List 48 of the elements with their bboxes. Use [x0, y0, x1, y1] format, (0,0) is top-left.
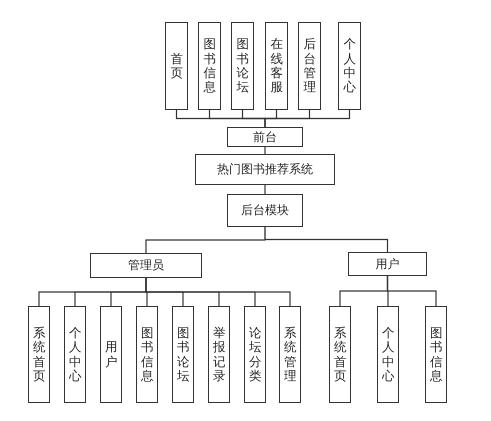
module-label: 图书论坛 [176, 326, 190, 384]
module-label: 后台模块 [241, 202, 289, 219]
module-label: 个人中心 [343, 37, 356, 95]
connector-line [264, 227, 388, 252]
module-box [244, 306, 266, 403]
module-box [279, 306, 301, 403]
module-label: 系统首页 [32, 326, 46, 384]
connector-line [145, 278, 291, 306]
module-label: 个人中心 [68, 326, 82, 384]
module-box [298, 22, 321, 110]
module-box [227, 127, 303, 147]
module-box [231, 22, 254, 110]
module-box [136, 306, 158, 403]
module-box [265, 22, 288, 110]
module-box [348, 252, 427, 276]
module-label: 图书论坛 [236, 37, 249, 95]
module-box [28, 306, 50, 403]
module-label: 图书信息 [203, 37, 216, 95]
module-box [425, 306, 447, 403]
module-label: 在线客服 [270, 37, 283, 95]
module-label: 举报记录 [212, 326, 226, 384]
module-label: 首页 [170, 52, 183, 80]
module-label: 论坛分类 [248, 326, 262, 384]
module-label: 系统管理 [284, 326, 296, 384]
module-box [338, 22, 361, 110]
connector-line [386, 276, 437, 306]
module-box [172, 306, 194, 403]
module-box [195, 154, 335, 185]
module-label: 管理员 [128, 257, 164, 274]
module-label: 个人中心 [382, 326, 394, 384]
module-label: 前台 [253, 128, 277, 146]
module-label: 热门图书推荐系统 [217, 161, 313, 178]
module-box [208, 306, 230, 403]
connector-line [264, 110, 350, 127]
module-label: 系统首页 [334, 326, 346, 384]
module-box [377, 306, 399, 403]
module-box [329, 306, 351, 403]
module-label: 后台管理 [303, 37, 316, 95]
module-box [198, 22, 221, 110]
module-label: 图书信息 [430, 326, 442, 384]
module-label: 用户 [376, 256, 400, 272]
module-label: 图书信息 [140, 326, 154, 384]
module-box [227, 194, 303, 227]
module-box [64, 306, 86, 403]
module-box [90, 253, 202, 278]
module-box [165, 22, 188, 110]
module-box [100, 306, 122, 403]
module-label: 用户 [104, 340, 118, 369]
